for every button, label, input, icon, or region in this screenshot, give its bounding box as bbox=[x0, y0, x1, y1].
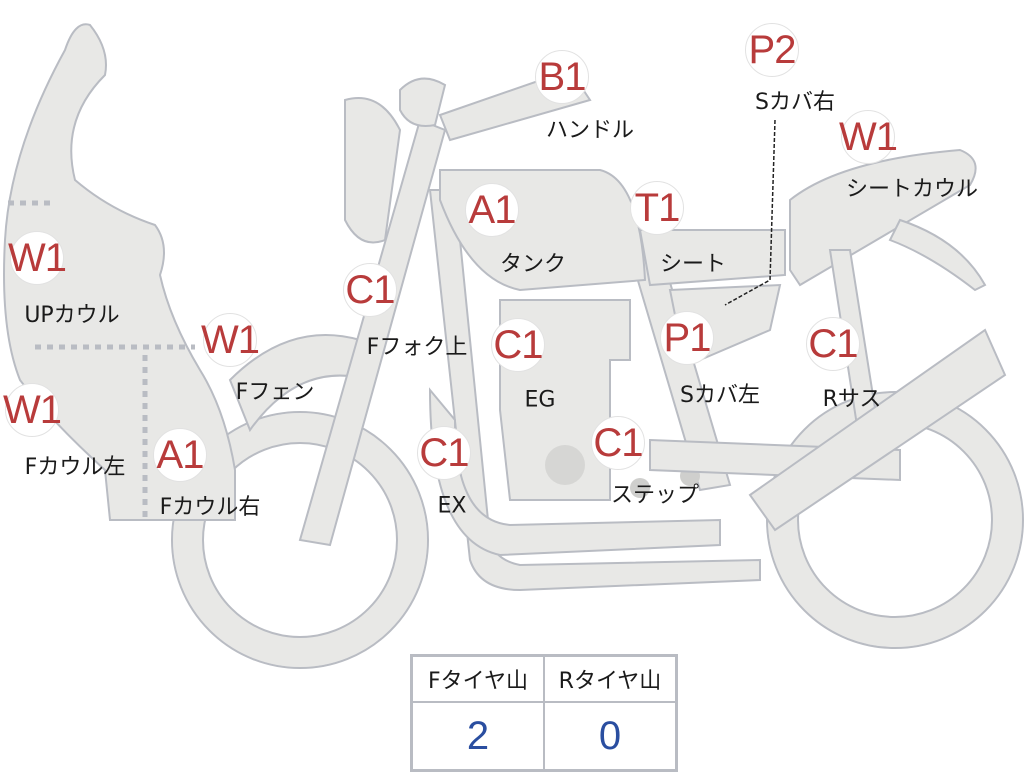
damage-code: B1 bbox=[535, 50, 589, 104]
rear-tire-value: 0 bbox=[543, 701, 678, 772]
part-label: UPカウル bbox=[24, 303, 120, 328]
part-label: タンク bbox=[499, 252, 567, 277]
damage-code: W1 bbox=[8, 231, 67, 285]
part-label: Rサス bbox=[822, 387, 882, 412]
part-label: Fカウル左 bbox=[24, 455, 126, 480]
front-wheel bbox=[173, 413, 427, 667]
damage-code: P1 bbox=[660, 311, 714, 365]
part-label: ステップ bbox=[610, 483, 700, 508]
part-label: シートカウル bbox=[845, 177, 979, 202]
damage-code: A1 bbox=[465, 183, 519, 237]
front-tire-header: Fタイヤ山 bbox=[410, 654, 545, 703]
damage-code: A1 bbox=[153, 428, 207, 482]
seat bbox=[638, 229, 786, 287]
damage-code: W1 bbox=[3, 383, 62, 437]
mirror bbox=[399, 77, 447, 127]
part-label: EG bbox=[524, 387, 556, 413]
fork bbox=[298, 118, 447, 547]
headlight bbox=[344, 97, 402, 244]
part-label: ハンドル bbox=[545, 118, 635, 143]
damage-code: C1 bbox=[491, 318, 545, 372]
part-label: Fフォク上 bbox=[366, 335, 468, 360]
part-label: シート bbox=[659, 252, 727, 277]
damage-code: C1 bbox=[417, 426, 471, 480]
damage-code: T1 bbox=[630, 181, 684, 235]
damage-code: P2 bbox=[745, 23, 799, 77]
part-label: Sカバ左 bbox=[680, 383, 760, 408]
part-label: EX bbox=[437, 493, 467, 519]
part-label: Fカウル右 bbox=[159, 495, 261, 520]
damage-code: W1 bbox=[839, 110, 898, 164]
front-tire-value: 2 bbox=[410, 701, 545, 772]
damage-code: W1 bbox=[201, 313, 260, 367]
damage-code: C1 bbox=[343, 263, 397, 317]
damage-code: C1 bbox=[591, 416, 645, 470]
part-label: Fフェン bbox=[235, 380, 315, 405]
tire-tread-table: Fタイヤ山 Rタイヤ山 2 0 bbox=[410, 654, 678, 772]
part-label: Sカバ右 bbox=[755, 90, 835, 115]
muffler bbox=[748, 328, 1007, 532]
rear-tire-header: Rタイヤ山 bbox=[543, 654, 678, 703]
front-cowl bbox=[3, 23, 236, 521]
damage-code: C1 bbox=[806, 317, 860, 371]
